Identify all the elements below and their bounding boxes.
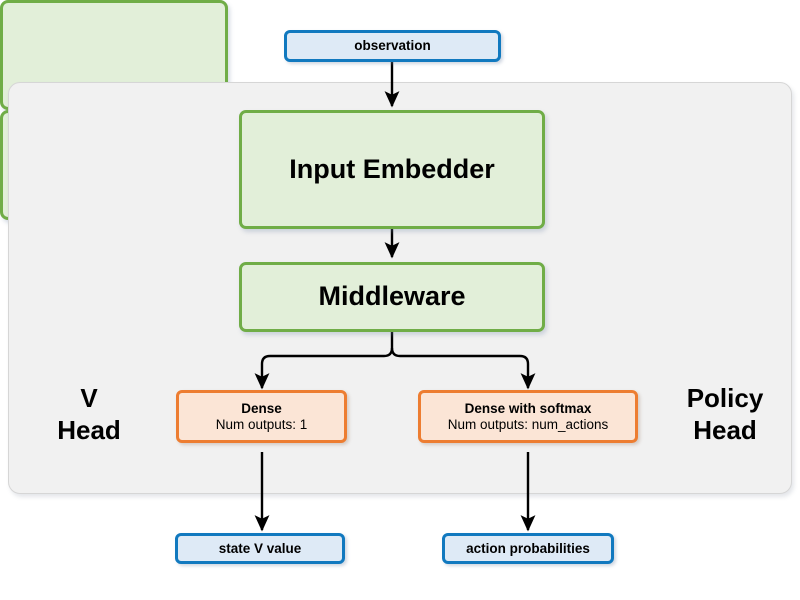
node-action-probabilities[interactable]: action probabilities	[442, 533, 614, 564]
node-observation[interactable]: observation	[284, 30, 501, 62]
label-policy-head: Policy Head	[686, 383, 764, 445]
node-state-v-value-label: state V value	[218, 540, 302, 556]
node-middleware[interactable]: Middleware	[239, 262, 545, 332]
node-dense-v-title: Dense	[241, 400, 282, 416]
node-action-probabilities-label: action probabilities	[466, 540, 590, 556]
node-state-v-value[interactable]: state V value	[175, 533, 345, 564]
node-observation-label: observation	[354, 38, 431, 54]
label-v-head: V Head	[57, 383, 121, 445]
node-input-embedder[interactable]: Input Embedder	[239, 110, 545, 229]
node-dense-v[interactable]: Dense Num outputs: 1	[176, 390, 347, 443]
node-dense-policy[interactable]: Dense with softmax Num outputs: num_acti…	[418, 390, 638, 443]
node-dense-policy-subtitle: Num outputs: num_actions	[447, 416, 609, 432]
node-dense-v-subtitle: Num outputs: 1	[215, 416, 308, 432]
node-input-embedder-label: Input Embedder	[289, 153, 495, 184]
node-middleware-label: Middleware	[318, 281, 466, 312]
node-dense-policy-title: Dense with softmax	[464, 400, 592, 416]
